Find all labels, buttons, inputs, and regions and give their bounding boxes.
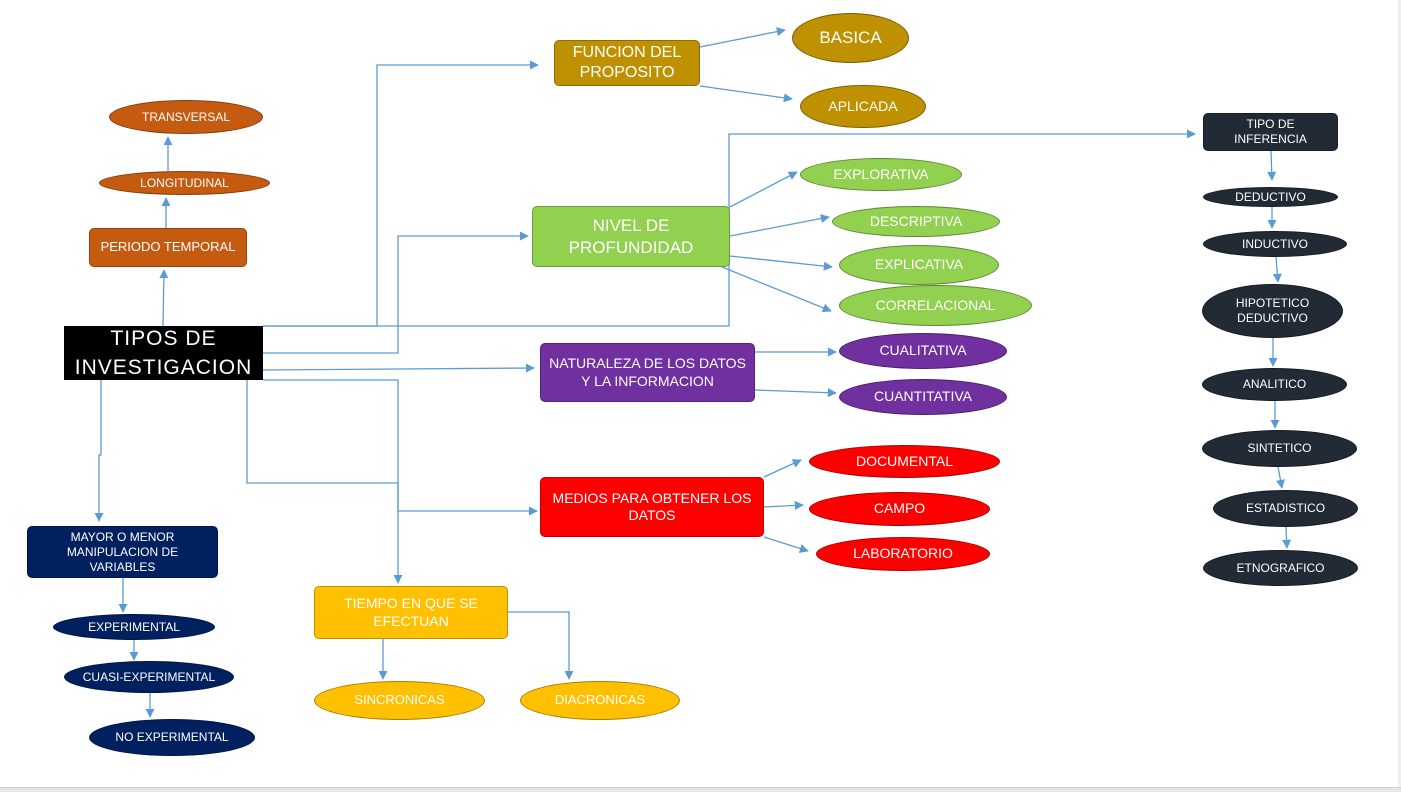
node-descriptiva: DESCRIPTIVA [832,206,1000,237]
node-cualitativa: CUALITATIVA [839,333,1007,369]
arrow-to-diacronicas [508,611,574,680]
node-periodo-temporal: PERIODO TEMPORAL [89,228,247,267]
arrow-to-laboratorio [763,536,809,553]
page-right-edge [1398,0,1401,787]
arrow-to-medios-para-obtener-los-datos [246,380,538,516]
node-inductivo: INDUCTIVO [1203,231,1347,257]
node-cuasi-experimental: CUASI-EXPERIMENTAL [64,661,234,693]
arrow-to-hipotetico-deductivo [1272,256,1282,283]
arrow-to-manipulacion-de-variables [94,380,104,522]
node-naturaleza-de-los-datos: NATURALEZA DE LOS DATOS Y LA INFORMACION [540,343,755,402]
node-diacronicas: DIACRONICAS [520,681,680,720]
arrow-to-cuantitativa [754,388,837,398]
arrow-to-documental [763,459,802,478]
node-aplicada: APLICADA [800,85,926,128]
node-analitico: ANALITICO [1202,368,1347,401]
node-funcion-del-proposito: FUNCION DEL PROPOSITO [554,40,700,86]
arrow-to-nivel-de-profundidad [263,231,529,354]
node-experimental: EXPERIMENTAL [53,614,215,640]
arrow-to-explorativa [729,171,798,208]
arrow-to-campo [763,500,804,510]
root-node-tipos-de-investigacion: TIPOS DE INVESTIGACION [64,326,263,380]
node-correlacional: CORRELACIONAL [839,285,1032,326]
node-documental: DOCUMENTAL [809,445,1000,478]
arrow-to-basica [699,27,786,48]
node-estadistico: ESTADISTICO [1213,490,1358,527]
node-hipotetico-deductivo: HIPOTETICO DEDUCTIVO [1202,284,1343,338]
node-deductivo: DEDUCTIVO [1203,187,1338,207]
node-laboratorio: LABORATORIO [816,537,990,571]
page-bottom-edge [0,787,1401,792]
arrow-to-estadistico [1275,466,1285,489]
node-cuantitativa: CUANTITATIVA [839,379,1007,415]
node-tipo-de-inferencia: TIPO DE INFERENCIA [1203,113,1338,151]
node-explorativa: EXPLORATIVA [800,158,962,191]
arrow-to-correlacional [721,266,832,313]
arrow-to-naturaleza-de-los-datos [262,363,535,373]
node-campo: CAMPO [809,492,990,526]
arrow-to-descriptiva [729,214,830,237]
node-basica: BASICA [792,13,909,63]
arrow-to-funcion-del-proposito [263,60,539,327]
node-sintetico: SINTETICO [1202,430,1357,467]
node-nivel-de-profundidad: NIVEL DE PROFUNDIDAD [532,206,730,267]
node-sincronicas: SINCRONICAS [314,681,485,720]
node-no-experimental: NO EXPERIMENTAL [89,719,255,756]
arrow-to-explicativa [729,255,833,271]
node-etnografico: ETNOGRAFICO [1203,550,1358,586]
node-tiempo-en-que-se-efectuan: TIEMPO EN QUE SE EFECTUAN [314,586,508,639]
arrow-to-etnografico [1282,526,1292,549]
node-manipulacion-de-variables: MAYOR O MENOR MANIPULACION DE VARIABLES [27,526,218,578]
node-explicativa: EXPLICATIVA [839,245,999,285]
arrow-to-periodo-temporal [159,269,169,327]
arrow-to-aplicada [699,85,793,103]
node-medios-para-obtener-los-datos: MEDIOS PARA OBTENER LOS DATOS [540,477,764,537]
arrow-to-deductivo [1267,150,1277,181]
node-transversal: TRANSVERSAL [109,100,263,134]
arrow-to-tiempo-en-que-se-efectuan [263,379,403,584]
node-longitudinal: LONGITUDINAL [99,171,270,195]
